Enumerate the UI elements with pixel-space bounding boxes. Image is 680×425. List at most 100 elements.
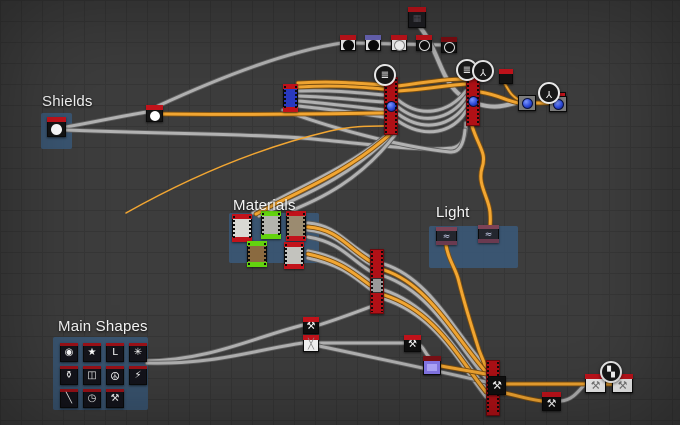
input-connectors[interactable] xyxy=(284,86,286,110)
state-circle xyxy=(342,39,354,51)
shape-node-trophy[interactable]: ⚱ xyxy=(60,366,78,385)
shape-node-wand[interactable]: ╲ xyxy=(60,389,78,408)
shape-node-peace[interactable]: ☮ xyxy=(106,366,124,385)
sphere-preview-node[interactable] xyxy=(518,95,536,111)
preview-box-node-header xyxy=(423,356,441,361)
material-swatch-node[interactable] xyxy=(247,241,267,267)
toggle-node[interactable] xyxy=(340,35,356,51)
component-node[interactable] xyxy=(499,69,513,84)
group-label-shields: Shields xyxy=(42,93,93,110)
stripe-param-node[interactable] xyxy=(283,84,298,112)
hammer-node[interactable]: ⚒ xyxy=(303,317,319,334)
lightning-icon: ⚡ xyxy=(134,370,142,381)
output-connectors[interactable] xyxy=(249,216,251,240)
toggle-node-header xyxy=(391,35,407,40)
wand-icon: ╲ xyxy=(65,393,73,404)
light-thumb-node[interactable]: ≈ xyxy=(478,225,499,243)
material-swatch-node-header xyxy=(286,211,306,216)
gradient-thumb-icon: ≈ xyxy=(484,229,493,240)
hammer-node[interactable]: ⚒ xyxy=(585,374,606,393)
input-connectors[interactable] xyxy=(371,251,373,312)
document-badge[interactable]: ≣ xyxy=(374,64,396,86)
material-swatch-node[interactable] xyxy=(284,242,304,269)
relay-toggle-node[interactable] xyxy=(146,105,163,122)
light-thumb-node[interactable]: ≈ xyxy=(436,227,457,245)
shape-node-star[interactable]: ★ xyxy=(83,343,101,362)
light-thumb-node-header xyxy=(436,227,457,231)
light-thumb-node-footer xyxy=(436,241,457,245)
material-swatch-node[interactable] xyxy=(261,211,281,239)
state-circle xyxy=(443,41,455,53)
shape-node-web-header xyxy=(129,343,147,346)
web-icon: ✳ xyxy=(133,347,143,358)
hammer-icon: ⚒ xyxy=(492,379,502,392)
shields-output-node[interactable] xyxy=(47,117,66,137)
star-icon: ★ xyxy=(87,347,97,358)
foot-icon: L xyxy=(112,347,118,358)
shape-node-lightning[interactable]: ⚡ xyxy=(129,366,147,385)
toggle-node[interactable] xyxy=(441,37,457,53)
checker-badge[interactable]: ▚ xyxy=(600,361,622,383)
component-node-header xyxy=(499,69,513,74)
output-connectors[interactable] xyxy=(278,213,280,237)
shape-node-clock-header xyxy=(83,389,101,392)
trophy-icon: ⚱ xyxy=(64,370,74,381)
hammer-node[interactable]: ⚒ xyxy=(542,392,561,411)
input-connectors[interactable] xyxy=(248,243,250,265)
cross-curves-icon: ╳ xyxy=(307,339,315,350)
shape-node-gavel[interactable]: ⚒ xyxy=(106,389,124,408)
graph-node[interactable]: ╳ xyxy=(303,335,319,352)
state-circle xyxy=(393,39,405,51)
hammer-node-header xyxy=(303,317,319,322)
output-connectors[interactable] xyxy=(295,86,297,110)
shape-node-book[interactable]: ◫ xyxy=(83,366,101,385)
shape-node-web[interactable]: ✳ xyxy=(129,343,147,362)
state-circle xyxy=(367,39,379,51)
shape-node-disc[interactable]: ◉ xyxy=(60,343,78,362)
preview-box-node[interactable] xyxy=(423,356,441,375)
shape-node-clock[interactable]: ◷ xyxy=(83,389,101,408)
input-connectors[interactable] xyxy=(285,244,287,267)
toggle-node[interactable] xyxy=(365,35,381,51)
input-connectors[interactable] xyxy=(233,216,235,240)
output-connectors[interactable] xyxy=(395,79,397,133)
hammer-icon: ⚒ xyxy=(590,378,601,392)
output-connectors[interactable] xyxy=(301,244,303,267)
output-connectors[interactable] xyxy=(477,77,479,124)
state-circle xyxy=(149,110,160,121)
hammer-node[interactable]: ⚒ xyxy=(404,335,421,352)
merge-bar-node[interactable] xyxy=(384,77,398,135)
document-badge-glyph: ≣ xyxy=(462,64,472,76)
hammer-node[interactable]: ⚒ xyxy=(488,376,506,395)
gradient-thumb-icon: ≈ xyxy=(442,231,451,242)
shape-node-wand-header xyxy=(60,389,78,392)
material-swatch-node[interactable] xyxy=(232,214,252,242)
toggle-node-header xyxy=(365,35,381,40)
hammer-node-header xyxy=(585,374,606,379)
output-connectors[interactable] xyxy=(381,251,383,312)
material-swatch-node[interactable] xyxy=(286,211,306,241)
stripe-param-node-footer xyxy=(283,107,298,112)
toggle-node[interactable] xyxy=(416,35,432,51)
book-icon: ◫ xyxy=(87,370,97,381)
sphere-axes-badge[interactable]: Y xyxy=(472,60,494,82)
toggle-node[interactable] xyxy=(391,35,407,51)
hammer-node-header xyxy=(404,335,421,340)
component-node[interactable]: ▦ xyxy=(408,7,426,28)
sphere-axes-badge[interactable]: Y xyxy=(538,82,560,104)
input-connectors[interactable] xyxy=(287,213,289,239)
material-swatch-node-footer xyxy=(232,237,252,242)
merge-bar-node[interactable] xyxy=(370,249,384,314)
clock-icon: ◷ xyxy=(87,393,97,404)
output-connectors[interactable] xyxy=(264,243,266,265)
output-connectors[interactable] xyxy=(303,213,305,239)
bar-gray-segment xyxy=(371,278,383,293)
input-connectors[interactable] xyxy=(385,79,387,133)
shape-node-foot[interactable]: L xyxy=(106,343,124,362)
input-connectors[interactable] xyxy=(262,213,264,237)
sphere-preview-icon xyxy=(521,98,533,109)
input-connectors[interactable] xyxy=(467,77,469,124)
